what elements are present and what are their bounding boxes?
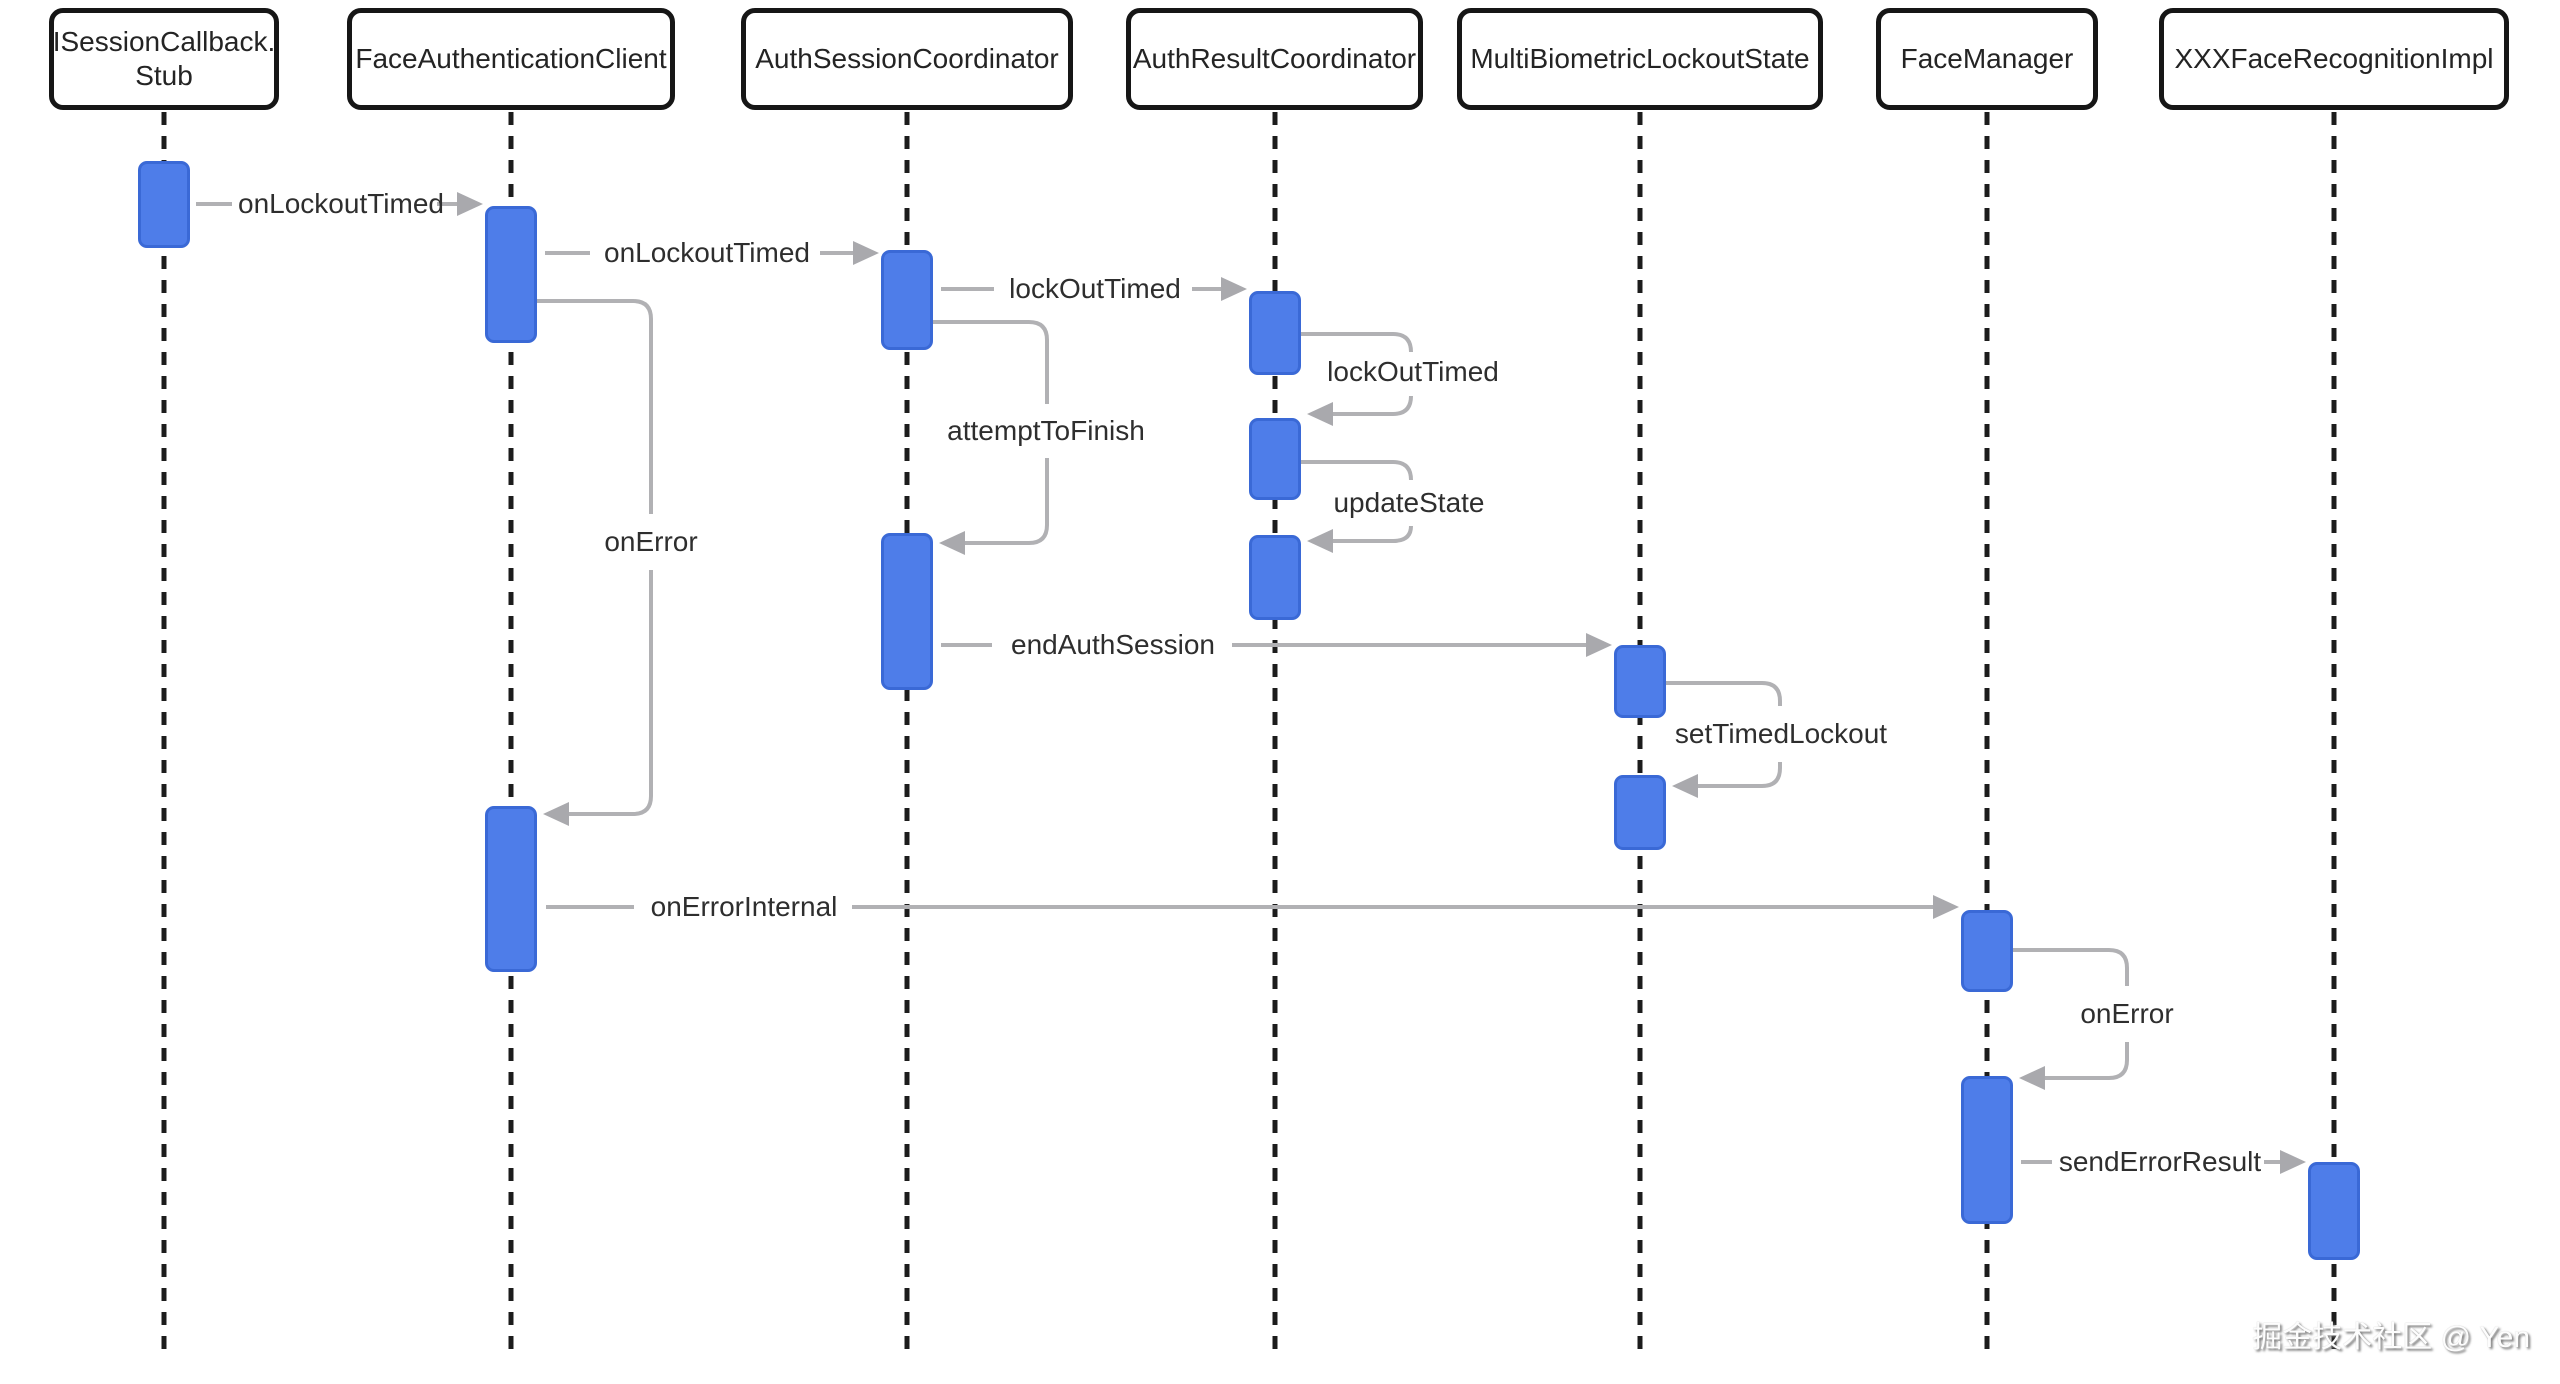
- message-label: attemptToFinish: [947, 415, 1145, 446]
- arrowhead-right-icon: [853, 241, 879, 265]
- arrowhead-left-icon: [1672, 774, 1698, 798]
- activation-bar: [1249, 418, 1301, 500]
- participant-label: AuthSessionCoordinator: [755, 42, 1059, 74]
- self-message-curve: [537, 299, 653, 514]
- activation-bar: [1249, 535, 1301, 620]
- activation-bar: [881, 250, 933, 350]
- activation-bar: [485, 806, 537, 972]
- arrowhead-right-icon: [457, 192, 483, 216]
- message-label: onErrorInternal: [650, 891, 838, 922]
- message-label: setTimedLockout: [1674, 718, 1888, 749]
- participant-isessioncallback-stub: ISessionCallback. Stub: [49, 8, 279, 110]
- participant-label: MultiBiometricLockoutState: [1470, 42, 1810, 74]
- self-message-curve: [567, 570, 653, 816]
- self-message-curve: [2043, 1042, 2129, 1080]
- activation-bar: [1614, 645, 1666, 718]
- message-label: onError: [604, 526, 698, 557]
- activation-bar: [881, 533, 933, 690]
- self-message-curve: [2013, 948, 2129, 986]
- participant-multi-biometric-lockout-state: MultiBiometricLockoutState: [1457, 8, 1823, 110]
- message-label: updateState: [1333, 487, 1485, 518]
- message-label: lockOutTimed: [1327, 356, 1499, 387]
- activation-bar: [2308, 1162, 2360, 1260]
- arrowhead-right-icon: [1933, 895, 1959, 919]
- participant-auth-session-coordinator: AuthSessionCoordinator: [741, 8, 1073, 110]
- activation-bar: [1961, 1076, 2013, 1224]
- self-message-curve: [963, 458, 1049, 545]
- watermark: 掘金技术社区 @ Yen: [2252, 1321, 2530, 1354]
- self-message-curve: [933, 320, 1049, 404]
- participant-auth-result-coordinator: AuthResultCoordinator: [1126, 8, 1423, 110]
- arrowhead-left-icon: [1307, 402, 1333, 426]
- participant-label: ISessionCallback.: [52, 25, 276, 57]
- arrowhead-left-icon: [2019, 1066, 2045, 1090]
- self-message-curve: [1331, 525, 1413, 543]
- self-message-curve: [1696, 762, 1782, 788]
- arrowhead-right-icon: [1221, 277, 1247, 301]
- message-label: endAuthSession: [1011, 629, 1215, 660]
- self-message-curve: [1301, 460, 1413, 481]
- arrowhead-right-icon: [1586, 633, 1612, 657]
- activation-bar: [485, 206, 537, 343]
- self-message-curve: [1331, 395, 1413, 416]
- self-message-curve: [1666, 681, 1782, 706]
- message-label: sendErrorResult: [2058, 1146, 2262, 1177]
- participant-xxx-face-recognition-impl: XXXFaceRecognitionImpl: [2159, 8, 2509, 110]
- activation-bar: [1614, 775, 1666, 850]
- message-label: onLockoutTimed: [604, 237, 810, 268]
- arrowhead-left-icon: [543, 802, 569, 826]
- participant-label: AuthResultCoordinator: [1132, 42, 1417, 74]
- message-label: onLockoutTimed: [238, 188, 444, 219]
- arrowhead-left-icon: [939, 531, 965, 555]
- participant-label: FaceAuthenticationClient: [355, 42, 667, 74]
- message-label: onError: [2080, 998, 2174, 1029]
- activation-bar: [138, 161, 190, 248]
- arrowhead-left-icon: [1307, 529, 1333, 553]
- activation-bar: [1961, 910, 2013, 992]
- participant-label: XXXFaceRecognitionImpl: [2174, 42, 2494, 74]
- participant-label: Stub: [135, 60, 193, 91]
- message-label: lockOutTimed: [1009, 273, 1181, 304]
- self-message-curve: [1301, 332, 1413, 353]
- participant-face-manager: FaceManager: [1876, 8, 2098, 110]
- participant-face-authentication-client: FaceAuthenticationClient: [347, 8, 675, 110]
- activation-bar: [1249, 291, 1301, 375]
- participant-label: FaceManager: [1900, 42, 2074, 74]
- arrowhead-right-icon: [2280, 1150, 2306, 1174]
